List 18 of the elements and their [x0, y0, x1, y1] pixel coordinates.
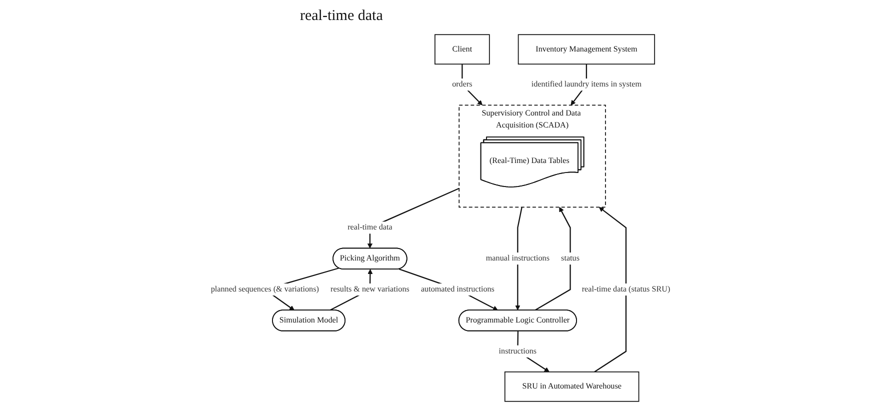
edge-label: identified laundry items in system	[531, 80, 642, 89]
edge-label: results & new variations	[330, 285, 410, 294]
node-box: Inventory Management System	[518, 34, 656, 65]
edge-label: orders	[452, 80, 472, 89]
node-box: SRU in Automated Warehouse	[504, 371, 640, 402]
edge-label: planned sequences (& variations)	[210, 285, 319, 294]
arrow	[594, 206, 627, 372]
edge-label: automated instructions	[420, 285, 494, 294]
node-box: Client	[434, 34, 490, 65]
edge-label: instructions	[498, 347, 537, 356]
arrow	[535, 206, 571, 311]
edge-label: manual instructions	[486, 254, 550, 263]
arrow	[398, 268, 498, 311]
edge-label: real-time data	[348, 223, 392, 232]
arrow	[515, 207, 522, 310]
free-text: real-time data	[300, 8, 383, 25]
edge-label: real-time data (status SRU)	[582, 285, 670, 294]
edge-label: status	[561, 254, 580, 263]
